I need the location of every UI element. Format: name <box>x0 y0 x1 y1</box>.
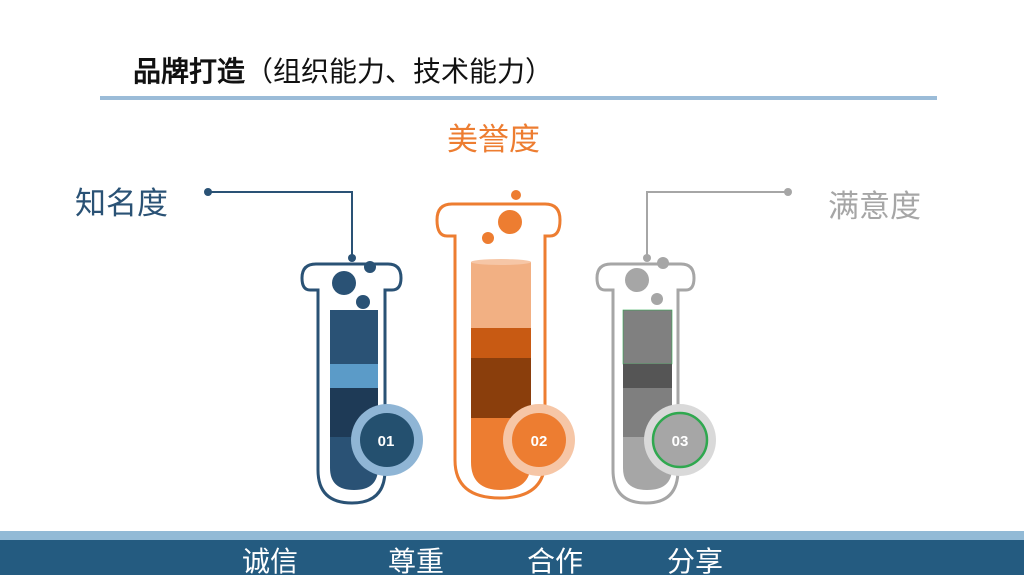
footer-value-respect: 尊重 <box>387 545 445 578</box>
tube-2 <box>435 190 575 500</box>
slide-title: 品牌打造（组织能力、技术能力） <box>133 50 553 90</box>
label-reputation: 美誉度 <box>447 122 540 158</box>
tube-1-number: 01 <box>378 433 395 450</box>
connector-dot <box>204 188 212 196</box>
tube-3 <box>595 257 716 505</box>
connector-right <box>646 191 788 258</box>
footer-value-sharing: 分享 <box>666 545 724 578</box>
footer-value-integrity: 诚信 <box>241 545 299 578</box>
title-subtitle: （组织能力、技术能力） <box>245 55 554 88</box>
footer-accent <box>0 531 1024 541</box>
tube-3-number: 03 <box>672 433 689 450</box>
label-satisfaction: 满意度 <box>828 189 921 225</box>
footer-bar <box>0 540 1024 575</box>
footer-value-cooperation: 合作 <box>526 545 584 578</box>
title-divider <box>100 96 937 100</box>
connector-dot <box>348 254 356 262</box>
connector-dot <box>643 254 651 262</box>
title-bold: 品牌打造 <box>133 55 246 88</box>
tube-2-number: 02 <box>531 433 548 450</box>
connector-left <box>208 191 353 258</box>
connector-dot <box>784 188 792 196</box>
tube-1 <box>300 261 423 505</box>
label-awareness: 知名度 <box>75 186 168 222</box>
